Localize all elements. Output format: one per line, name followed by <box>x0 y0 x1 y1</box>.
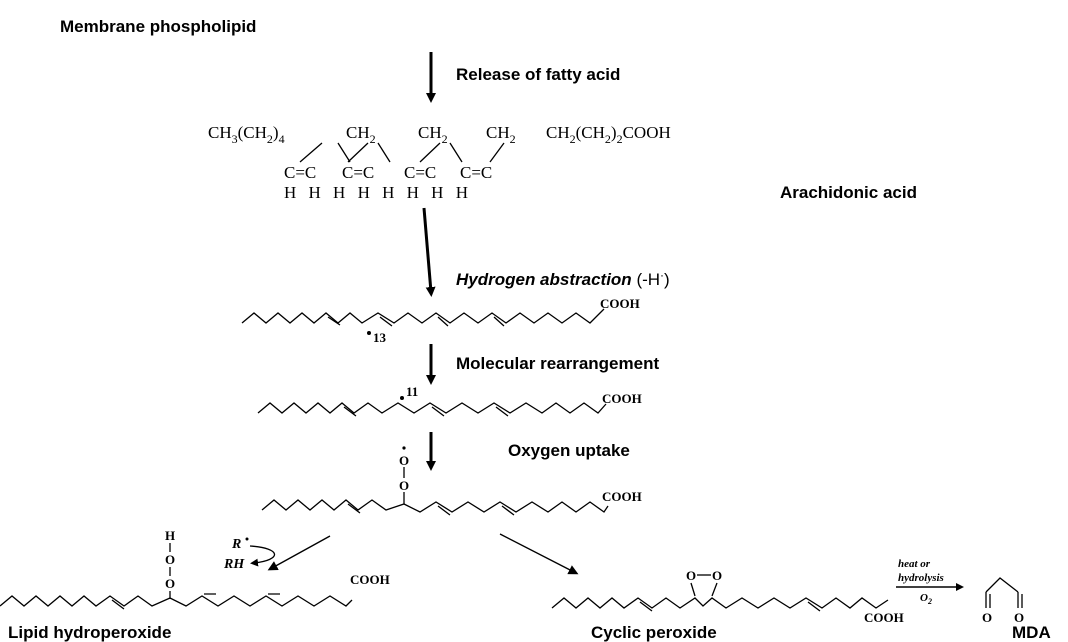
hp-o1: O <box>165 552 175 567</box>
radical-dot-11 <box>400 396 404 400</box>
label-o2: O2 <box>920 592 932 606</box>
formula-ch2-3: CH2 <box>486 123 516 146</box>
rh-label: RH <box>223 557 245 572</box>
cp-bond-r <box>711 582 718 597</box>
arrow-to-hydroperoxide <box>267 535 331 571</box>
arrow-abstraction <box>422 207 436 297</box>
hp-cooh: COOH <box>350 572 390 587</box>
lipid-hydroperoxide-structure: H O O COOH <box>0 528 390 610</box>
label-mda: MDA <box>1012 623 1051 642</box>
label-hydrolysis: hydrolysis <box>898 572 944 584</box>
chain-radical-11: COOH 11 <box>257 384 642 417</box>
chain-1-cooh: COOH <box>600 296 640 311</box>
double-bond-1: C=C <box>284 163 316 182</box>
chain-2-doublebonds <box>343 406 509 417</box>
arrow-to-cyclic <box>499 533 579 575</box>
cp-cooh: COOH <box>864 610 904 625</box>
cp-o2: O <box>712 568 722 583</box>
chain-3-cooh: COOH <box>602 489 642 504</box>
mda-o1: O <box>982 610 992 625</box>
label-cyclic-peroxide: Cyclic peroxide <box>591 623 717 642</box>
formula-ch2-1: CH2 <box>346 123 376 146</box>
r-radical-dot <box>245 537 249 541</box>
double-bond-4: C=C <box>460 163 492 182</box>
hp-h: H <box>165 528 175 543</box>
cp-doublebonds <box>639 601 821 612</box>
label-lipid-hydroperoxide: Lipid hydroperoxide <box>8 623 171 642</box>
label-molecular-rearrangement: Molecular rearrangement <box>456 354 659 373</box>
label-heat-or: heat or <box>898 558 931 570</box>
formula-hydrogens: H H H H H H H H <box>284 183 472 202</box>
formula-tail: CH2(CH2)2COOH <box>546 123 671 146</box>
label-oxygen-uptake: Oxygen uptake <box>508 441 630 460</box>
formula-bonds <box>299 142 505 163</box>
cyclic-peroxide-structure: O O COOH <box>551 568 904 625</box>
r-radical-label: R <box>231 537 241 552</box>
chain-radical-13: COOH 13 <box>241 296 640 345</box>
mda-backbone <box>985 577 1019 593</box>
cp-backbone <box>551 597 889 609</box>
cp-o1: O <box>686 568 696 583</box>
chain-1-doublebonds <box>327 316 505 327</box>
formula-ch2-2: CH2 <box>418 123 448 146</box>
mda-o2: O <box>1014 610 1024 625</box>
double-bond-2: C=C <box>342 163 374 182</box>
peroxyl-o2: O <box>399 478 409 493</box>
r-to-rh-curve <box>249 545 276 567</box>
peroxyl-dot <box>402 446 406 450</box>
radical-label-13: 13 <box>373 330 387 345</box>
label-membrane-phospholipid: Membrane phospholipid <box>60 17 256 36</box>
chain-2-backbone <box>257 402 607 414</box>
mda-structure: O O <box>982 577 1024 625</box>
chain-2-cooh: COOH <box>602 391 642 406</box>
radical-dot-13 <box>367 331 371 335</box>
peroxyl-o1: O <box>399 453 409 468</box>
label-hydrogen-abstraction: Hydrogen abstraction (-H·) <box>456 268 670 289</box>
cp-bond-l <box>690 582 696 597</box>
label-arachidonic-acid: Arachidonic acid <box>780 183 917 202</box>
formula-head: CH3(CH2)4 <box>208 123 285 146</box>
chain-3-doublebonds <box>347 503 515 516</box>
chain-1-backbone <box>241 308 605 324</box>
chain-peroxyl: O O COOH <box>261 446 642 516</box>
double-bond-3: C=C <box>404 163 436 182</box>
hp-o2: O <box>165 576 175 591</box>
label-release-fatty-acid: Release of fatty acid <box>456 65 620 84</box>
hp-backbone <box>0 595 353 607</box>
chain-3-backbone <box>261 499 609 513</box>
arachidonic-formula: CH3(CH2)4 CH2 CH2 CH2 CH2(CH2)2COOH C=C … <box>208 123 671 202</box>
hp-doublebonds <box>111 593 280 610</box>
radical-label-11: 11 <box>406 384 418 399</box>
